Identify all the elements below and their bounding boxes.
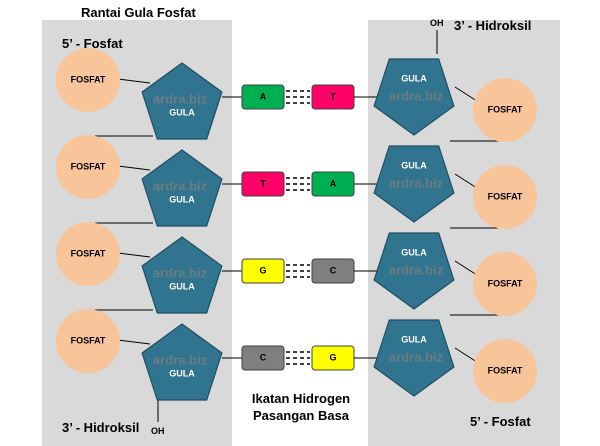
left-sugar-label-3: GULA xyxy=(169,368,195,378)
left-base-label-2: G xyxy=(259,265,266,275)
left-base-label-3: C xyxy=(260,352,267,362)
left-watermark-3: ardra.biz xyxy=(153,352,208,367)
left-sugar-3 xyxy=(141,323,223,401)
right-phosphate-1 xyxy=(473,165,537,229)
right-phosphate-label-3: FOSFAT xyxy=(488,365,523,375)
right-watermark-1: ardra.biz xyxy=(389,175,444,190)
right-phosphate-0 xyxy=(473,78,537,142)
left-sugar-label-2: GULA xyxy=(169,281,195,291)
left-backbone-bond-1 xyxy=(117,165,151,171)
caption-line1: Ikatan Hidrogen xyxy=(251,391,351,406)
left-bottom-label: 3’ - Hidroksil xyxy=(62,420,140,435)
right-base-label-2: C xyxy=(330,265,337,275)
left-sugar-0 xyxy=(141,62,223,140)
right-phosphate-2 xyxy=(473,252,537,316)
caption-line2: Pasangan Basa xyxy=(252,408,350,423)
right-base-label-3: G xyxy=(329,352,336,362)
right-sugar-label-0: GULA xyxy=(401,73,427,83)
right-phosphate-label-0: FOSFAT xyxy=(488,104,523,114)
left-watermark-2: ardra.biz xyxy=(153,265,208,280)
left-base-label-0: A xyxy=(260,91,267,101)
left-sugar-label-1: GULA xyxy=(169,194,195,204)
right-base-label-0: T xyxy=(330,91,336,101)
left-base-1 xyxy=(241,171,285,197)
left-phosphate-label-0: FOSFAT xyxy=(71,74,106,84)
left-phosphate-label-1: FOSFAT xyxy=(71,161,106,171)
left-sugar-2 xyxy=(141,236,223,314)
left-base-0 xyxy=(241,84,285,110)
right-sugar-2 xyxy=(373,232,455,310)
right-watermark-3: ardra.biz xyxy=(389,349,444,364)
left-watermark-0: ardra.biz xyxy=(153,91,208,106)
left-backbone-bond-3 xyxy=(117,339,151,345)
left-phosphate-0 xyxy=(56,48,120,112)
right-bottom-label: 5’ - Fosfat xyxy=(470,414,531,429)
left-phosphate-3 xyxy=(56,309,120,373)
left-phosphate-1 xyxy=(56,135,120,199)
diagram-title: Rantai Gula Fosfat xyxy=(81,5,196,20)
right-sugar-0 xyxy=(373,58,455,136)
right-top-oh: OH xyxy=(430,18,444,28)
right-phosphate-label-2: FOSFAT xyxy=(488,278,523,288)
left-sugar-label-0: GULA xyxy=(169,107,195,117)
left-sugar-1 xyxy=(141,149,223,227)
left-base-3 xyxy=(241,345,285,371)
hydrogen-bond-caption: Ikatan Hidrogen Pasangan Basa xyxy=(236,390,366,424)
right-phosphate-3 xyxy=(473,339,537,403)
left-base-label-1: T xyxy=(260,178,266,188)
right-sugar-label-3: GULA xyxy=(401,334,427,344)
right-sugar-label-1: GULA xyxy=(401,160,427,170)
right-phosphate-label-1: FOSFAT xyxy=(488,191,523,201)
left-backbone-bond-2 xyxy=(117,252,151,258)
left-phosphate-label-2: FOSFAT xyxy=(71,248,106,258)
left-watermark-1: ardra.biz xyxy=(153,178,208,193)
right-sugar-3 xyxy=(373,319,455,397)
right-sugar-label-2: GULA xyxy=(401,247,427,257)
left-phosphate-label-3: FOSFAT xyxy=(71,335,106,345)
right-sugar-1 xyxy=(373,145,455,223)
right-watermark-2: ardra.biz xyxy=(389,262,444,277)
right-top-label: 3’ - Hidroksil xyxy=(454,18,532,33)
left-phosphate-2 xyxy=(56,222,120,286)
left-top-label: 5’ - Fosfat xyxy=(62,36,123,51)
left-backbone-bond-0 xyxy=(117,78,151,84)
left-bottom-oh: OH xyxy=(151,426,165,436)
right-watermark-0: ardra.biz xyxy=(389,88,444,103)
right-base-label-1: A xyxy=(330,178,337,188)
left-base-2 xyxy=(241,258,285,284)
